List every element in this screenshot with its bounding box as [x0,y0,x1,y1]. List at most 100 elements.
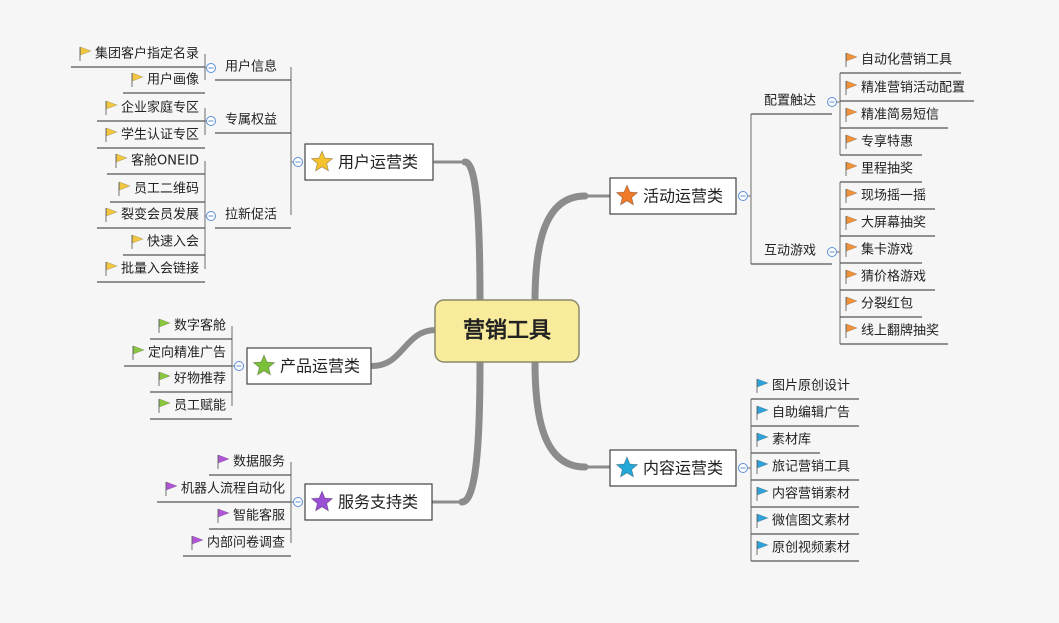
flag-icon [845,215,858,230]
leaf-topic[interactable]: 内容营销素材 [756,486,850,502]
flag-icon [845,242,858,257]
flag-icon [756,432,769,447]
collapse-toggle-icon[interactable] [293,157,303,167]
branch-user-ops[interactable]: 用户运营类 [304,143,434,181]
leaf-topic-label: 企业家庭专区 [121,100,199,116]
branch-user-ops-label: 用户运营类 [338,153,418,172]
leaf-topic[interactable]: 素材库 [756,432,811,448]
collapse-toggle-icon[interactable] [738,191,748,201]
flag-icon [845,134,858,149]
leaf-topic[interactable]: 快速入会 [131,234,199,250]
flag-icon [756,378,769,393]
leaf-topic[interactable]: 员工二维码 [118,181,199,197]
leaf-topic[interactable]: 图片原创设计 [756,378,850,394]
star-icon [252,353,276,376]
leaf-topic[interactable]: 精准简易短信 [845,107,939,123]
leaf-topic[interactable]: 分裂红包 [845,296,913,312]
leaf-topic[interactable]: 现场摇一摇 [845,189,926,204]
flag-icon [165,481,178,496]
star-icon [310,489,334,512]
leaf-topic[interactable]: 旅记营销工具 [756,459,850,475]
leaf-topic[interactable]: 裂变会员发展 [105,207,199,223]
leaf-topic[interactable]: 智能客服 [217,508,285,524]
leaf-topic-label: 智能客服 [233,508,285,524]
leaf-topic-label: 线上翻牌抽奖 [861,323,939,339]
flag-icon [105,100,118,115]
subtopic-1[interactable]: 专属权益 [225,112,277,128]
leaf-topic[interactable]: 数字客舱 [158,318,226,334]
leaf-topic-label: 好物推荐 [174,372,226,387]
flag-icon [131,234,144,249]
leaf-topic-label: 原创视频素材 [772,541,850,556]
connector-curves [369,158,611,506]
leaf-topic[interactable]: 专享特惠 [845,134,913,150]
leaf-topic[interactable]: 数据服务 [217,454,285,470]
flag-icon [131,72,144,87]
collapse-toggle-icon[interactable] [827,97,837,107]
root-topic-label: 营销工具 [463,319,551,344]
flag-icon [158,371,171,386]
leaf-topic[interactable]: 批量入会链接 [105,261,199,277]
leaf-topic-label: 图片原创设计 [772,379,850,394]
leaf-topic[interactable]: 自助编辑广告 [756,405,850,421]
subtopic-activity-1[interactable]: 互动游戏 [764,244,816,259]
leaf-topic-label: 员工赋能 [174,399,226,414]
collapse-toggle-icon[interactable] [293,497,303,507]
flag-icon [845,323,858,338]
leaf-topic[interactable]: 内部问卷调查 [191,535,285,551]
flag-icon [132,345,145,360]
leaf-topic-label: 学生认证专区 [121,127,199,143]
flag-icon [845,80,858,95]
leaf-topic[interactable]: 机器人流程自动化 [165,481,285,497]
leaf-topic[interactable]: 集卡游戏 [845,242,913,258]
leaf-topic[interactable]: 好物推荐 [158,371,226,387]
subtopic-2[interactable]: 拉新促活 [225,207,277,223]
leaf-topic[interactable]: 精准营销活动配置 [845,80,965,96]
leaf-topic-label: 里程抽奖 [861,162,913,177]
collapse-toggle-icon[interactable] [206,211,216,221]
collapse-toggle-icon[interactable] [234,361,244,371]
leaf-topic[interactable]: 微信图文素材 [756,514,850,529]
leaf-topic[interactable]: 自动化营销工具 [845,53,952,68]
collapse-toggle-icon[interactable] [206,63,216,73]
leaf-topic[interactable]: 用户画像 [131,72,199,88]
leaf-topic[interactable]: 大屏幕抽奖 [845,215,926,231]
flag-icon [105,207,118,222]
leaf-topic-label: 集团客户指定名录 [95,46,199,62]
leaf-topic[interactable]: 原创视频素材 [756,541,850,556]
leaf-topic-label: 机器人流程自动化 [181,482,285,497]
branch-activity-ops[interactable]: 活动运营类 [609,177,737,215]
leaf-topic[interactable]: 里程抽奖 [845,162,913,177]
leaf-topic-label: 分裂红包 [861,296,913,312]
leaf-topic[interactable]: 员工赋能 [158,399,226,414]
connector-lines [70,54,975,562]
collapse-toggle-icon[interactable] [827,247,837,257]
branch-product-ops[interactable]: 产品运营类 [246,347,372,385]
leaf-topic[interactable]: 学生认证专区 [105,127,199,143]
branch-product-ops-label: 产品运营类 [280,357,360,376]
leaf-topic[interactable]: 线上翻牌抽奖 [845,323,939,339]
root-topic[interactable]: 营销工具 [434,299,580,363]
collapse-toggle-icon[interactable] [206,116,216,126]
leaf-topic-label: 旅记营销工具 [772,460,850,475]
flag-icon [118,181,131,196]
branch-content-ops-label: 内容运营类 [643,459,723,478]
leaf-topic-label: 用户画像 [147,72,199,88]
leaf-topic[interactable]: 客舱ONEID [115,153,199,169]
leaf-topic[interactable]: 集团客户指定名录 [79,46,199,62]
flag-icon [105,127,118,142]
leaf-topic[interactable]: 企业家庭专区 [105,100,199,116]
leaf-topic-label: 大屏幕抽奖 [861,216,926,231]
subtopic-activity-0[interactable]: 配置触达 [764,94,816,109]
branch-service-support[interactable]: 服务支持类 [304,483,433,521]
branch-content-ops[interactable]: 内容运营类 [609,449,737,487]
flag-icon [845,107,858,122]
flag-icon [756,459,769,474]
flag-icon [756,405,769,420]
leaf-topic-label: 微信图文素材 [772,514,850,529]
leaf-topic[interactable]: 定向精准广告 [132,345,226,361]
subtopic-0[interactable]: 用户信息 [225,59,277,75]
collapse-toggle-icon[interactable] [738,463,748,473]
leaf-topic[interactable]: 猜价格游戏 [845,269,926,285]
leaf-topic-label: 猜价格游戏 [861,269,926,285]
